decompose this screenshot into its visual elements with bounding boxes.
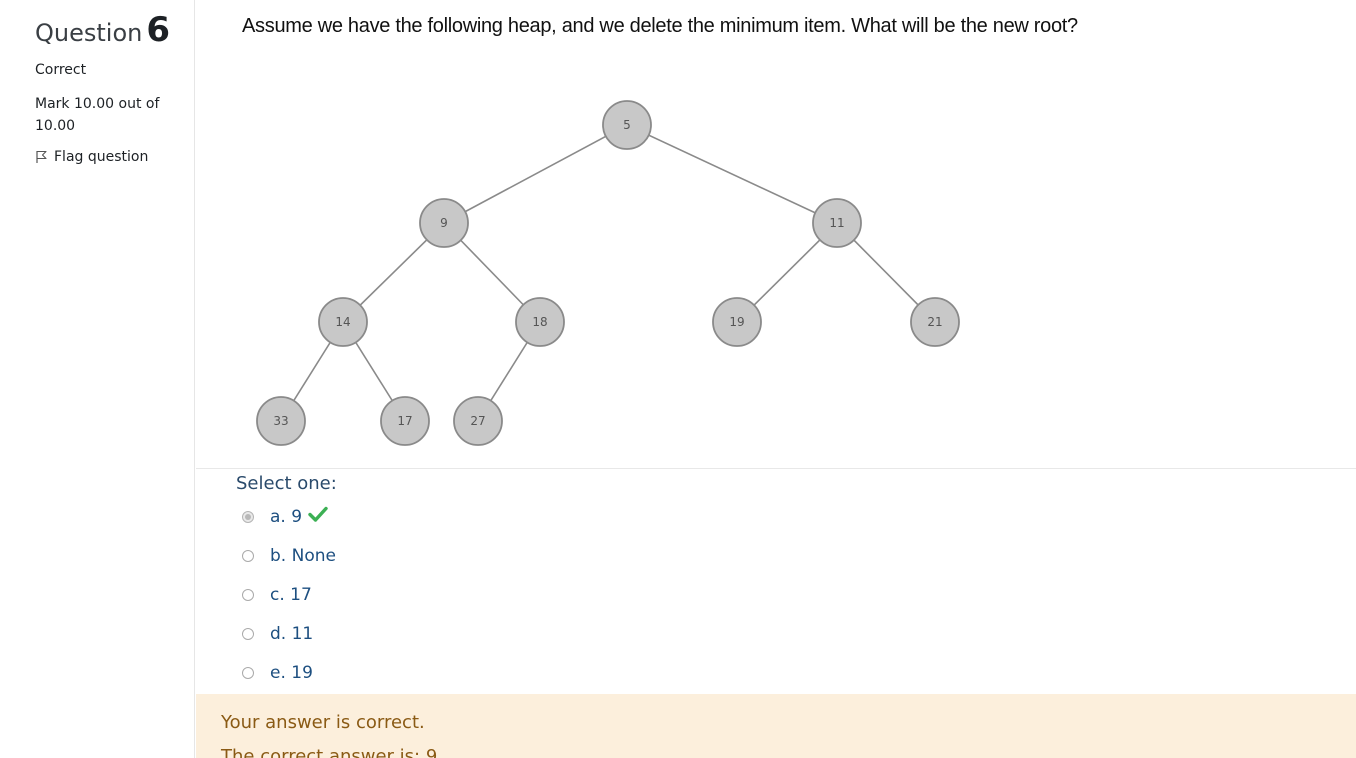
option-c[interactable]: c. 17: [242, 585, 312, 605]
heap-node: 14: [318, 297, 368, 347]
heap-edge: [626, 124, 838, 224]
option-b-radio[interactable]: [242, 550, 254, 562]
option-c-radio[interactable]: [242, 589, 254, 601]
option-a-label[interactable]: a. 9: [270, 506, 303, 527]
heap-node-label: 9: [440, 216, 448, 230]
heap-node: 33: [256, 396, 306, 446]
heap-node-label: 14: [335, 315, 350, 329]
heap-node: 9: [419, 198, 469, 248]
heap-node-label: 33: [273, 414, 288, 428]
heap-node-label: 21: [927, 315, 942, 329]
heap-node: 21: [910, 297, 960, 347]
option-a[interactable]: a. 9: [242, 506, 328, 527]
heap-node-label: 19: [729, 315, 744, 329]
option-d-radio[interactable]: [242, 628, 254, 640]
correct-check-icon: [308, 506, 328, 527]
heap-node: 19: [712, 297, 762, 347]
heap-node: 18: [515, 297, 565, 347]
feedback-right-answer: The correct answer is: 9: [221, 746, 438, 758]
heap-node-label: 27: [470, 414, 485, 428]
heap-node: 5: [602, 100, 652, 150]
feedback-box: Your answer is correct. The correct answ…: [196, 694, 1356, 758]
flag-question-label: Flag question: [54, 149, 149, 165]
heap-edge: [443, 124, 628, 224]
select-one-prompt: Select one:: [236, 473, 337, 494]
flag-icon: [35, 150, 48, 164]
feedback-result: Your answer is correct.: [221, 712, 425, 733]
heap-node: 27: [453, 396, 503, 446]
option-b[interactable]: b. None: [242, 546, 336, 566]
question-state: Correct: [35, 62, 87, 78]
heap-node: 11: [812, 198, 862, 248]
heap-diagram: 5 9 11 14 18 19 21 33 17 27: [256, 100, 960, 446]
heap-node: 17: [380, 396, 430, 446]
section-divider: [196, 468, 1356, 469]
option-a-radio[interactable]: [242, 510, 254, 523]
option-b-label[interactable]: b. None: [270, 546, 336, 566]
heap-node-label: 5: [623, 118, 631, 132]
flag-question-link[interactable]: Flag question: [35, 149, 148, 165]
question-text: Assume we have the following heap, and w…: [242, 15, 1078, 37]
question-number: 6: [146, 10, 171, 50]
heap-node-label: 11: [829, 216, 844, 230]
option-e-label[interactable]: e. 19: [270, 663, 313, 683]
heap-node-label: 17: [397, 414, 412, 428]
option-d[interactable]: d. 11: [242, 624, 313, 644]
question-grade: Mark 10.00 out of 10.00: [35, 96, 160, 134]
option-e[interactable]: e. 19: [242, 663, 313, 683]
option-d-label[interactable]: d. 11: [270, 624, 314, 644]
heap-node-label: 18: [532, 315, 547, 329]
question-label: Question: [35, 19, 143, 47]
option-c-label[interactable]: c. 17: [270, 585, 312, 605]
option-e-radio[interactable]: [242, 667, 254, 679]
